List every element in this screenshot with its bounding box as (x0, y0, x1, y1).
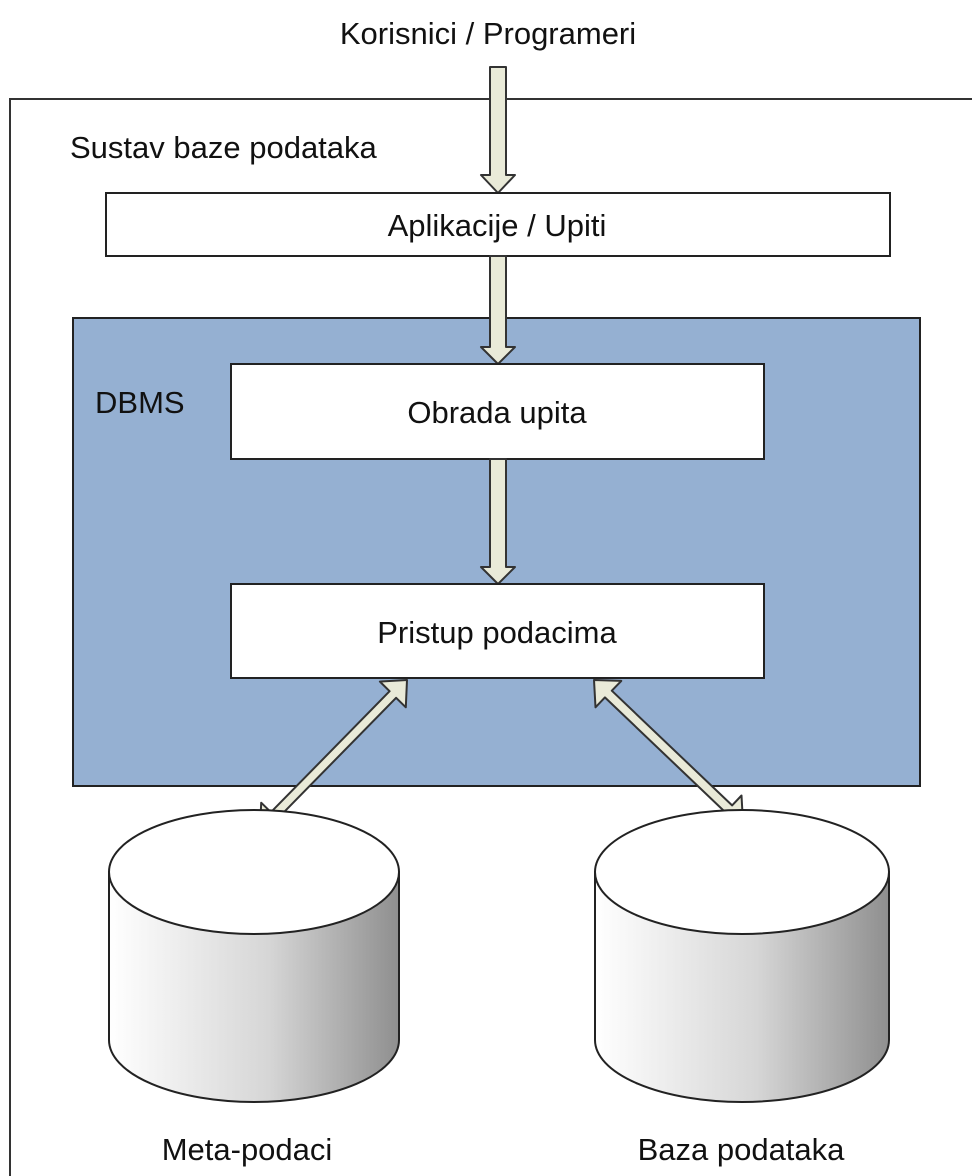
metadata-cylinder-icon (108, 809, 400, 1103)
arrow-applications-to-query-processing (480, 255, 516, 365)
data-access-label: Pristup podacima (377, 615, 617, 650)
data-access-box (230, 583, 765, 679)
query-processing-label: Obrada upita (407, 395, 587, 430)
dbms-label: DBMS (95, 385, 185, 420)
applications-box (105, 192, 891, 257)
metadata-label: Meta-podaci (162, 1132, 333, 1167)
arrow-users-to-applications (480, 66, 516, 194)
database-system-title: Sustav baze podataka (70, 130, 378, 165)
applications-label: Aplikacije / Upiti (388, 208, 607, 243)
users-programmers-label: Korisnici / Programeri (340, 16, 636, 51)
arrow-query-processing-to-data-access (480, 458, 516, 585)
database-cylinder-icon (594, 809, 890, 1103)
database-label: Baza podataka (638, 1132, 846, 1167)
